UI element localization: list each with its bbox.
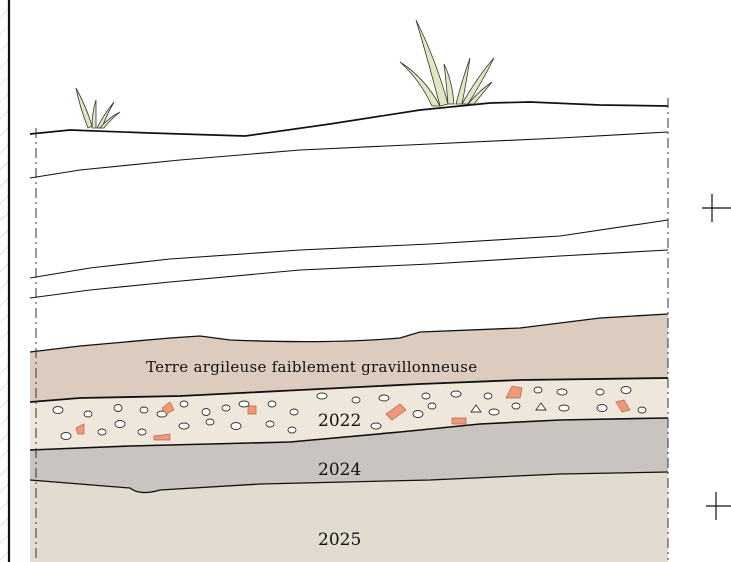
survey-cross-bottom — [706, 492, 731, 520]
tile-fragments — [75, 385, 631, 441]
topsoil-lines — [29, 101, 669, 299]
layer-2025 — [30, 472, 668, 562]
grass-tuft-small — [75, 87, 121, 129]
boundary-lines — [29, 313, 669, 494]
ground-surface — [29, 101, 669, 137]
layer-2024 — [30, 418, 668, 493]
label-2025: 2025 — [318, 530, 361, 550]
label-clay-loam: Terre argileuse faiblement gravillonneus… — [146, 358, 477, 376]
frame-hatch — [0, 0, 9, 562]
label-2024: 2024 — [318, 460, 361, 480]
survey-cross-top — [702, 194, 731, 222]
label-2022: 2022 — [318, 411, 361, 431]
grass-tuft-large — [399, 19, 495, 107]
pebbles — [52, 386, 647, 440]
